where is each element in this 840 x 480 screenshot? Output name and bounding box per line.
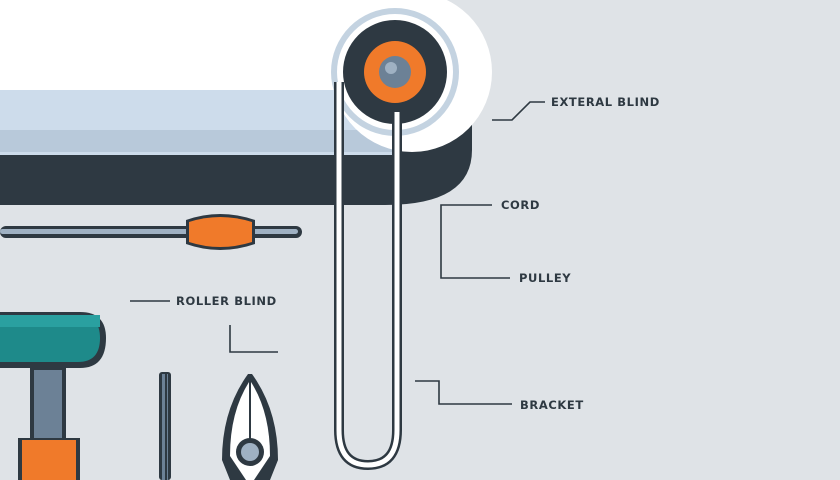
cord-pulley-bracket-leader (440, 204, 510, 279)
roller-blind-body (0, 0, 472, 205)
label-pulley: PULLEY (519, 271, 571, 285)
pulley-wheel (331, 0, 492, 152)
bracket-leader (415, 380, 512, 405)
roller-blind-leader-bottom (229, 325, 278, 353)
label-cord: CORD (501, 198, 540, 212)
hammer-tool (0, 312, 106, 480)
label-roller-blind: ROLLER BLIND (176, 294, 277, 308)
callout-lines (130, 101, 545, 405)
external-blind-leader (492, 101, 545, 121)
rod-handle (0, 214, 302, 250)
label-external-blind: EXTERAL BLIND (551, 95, 660, 109)
cord-loop (334, 82, 402, 471)
pliers-tool (222, 374, 278, 480)
screwdriver-tool (159, 372, 171, 480)
label-bracket: BRACKET (520, 398, 584, 412)
